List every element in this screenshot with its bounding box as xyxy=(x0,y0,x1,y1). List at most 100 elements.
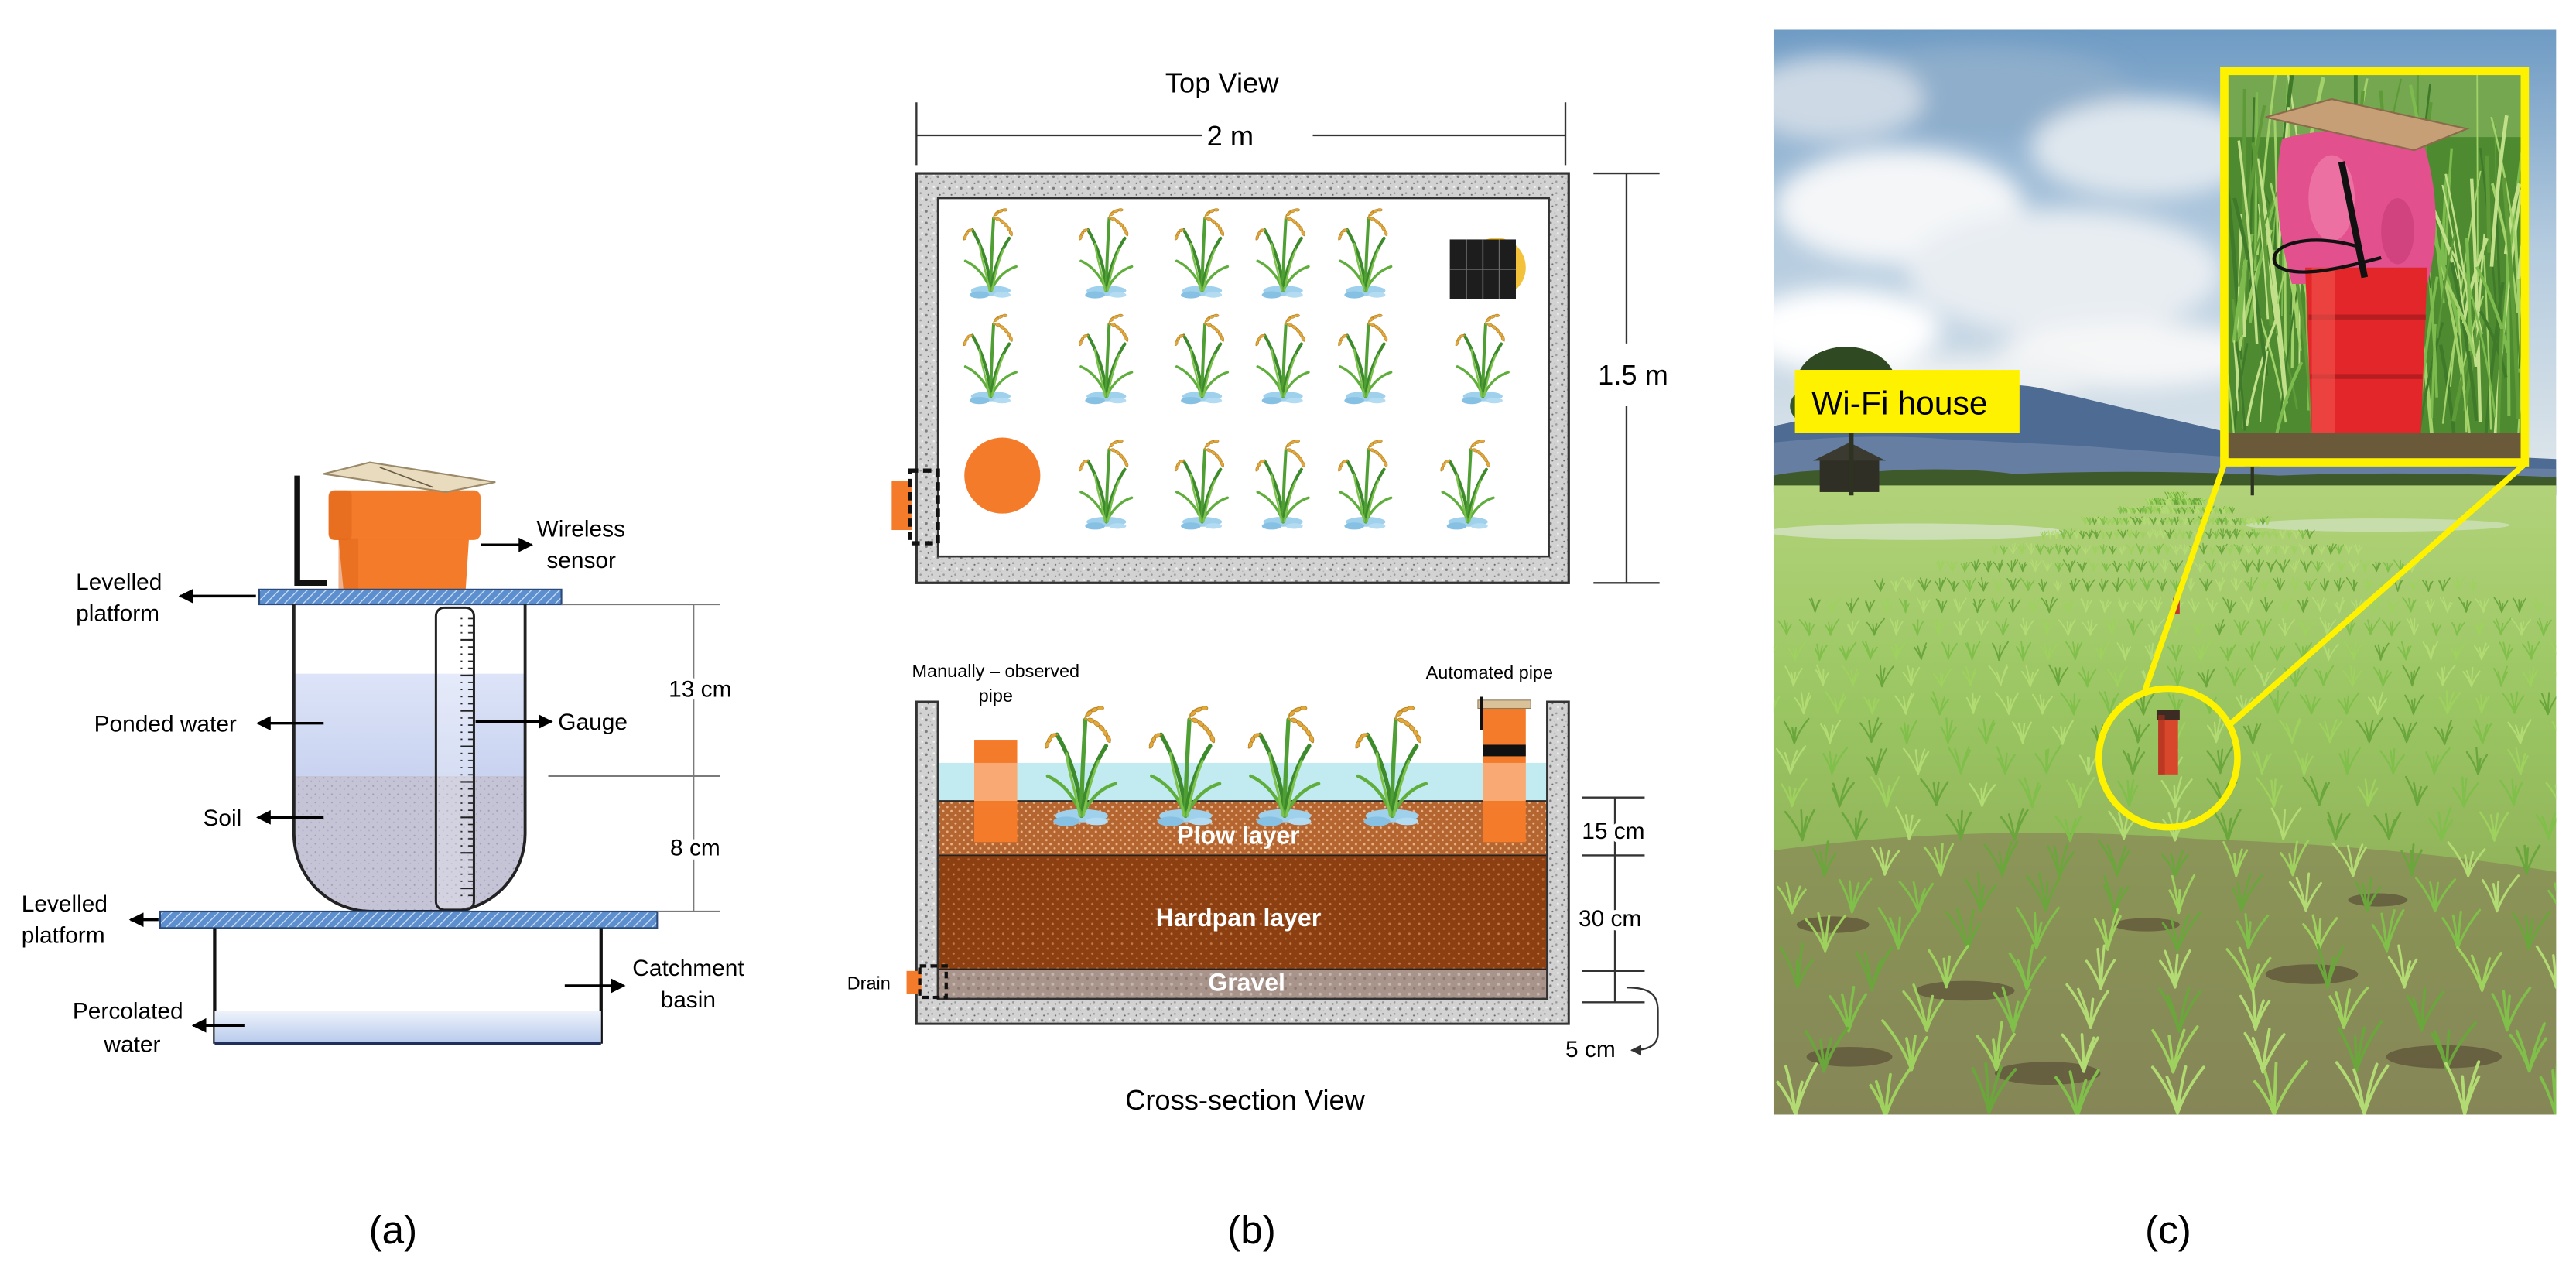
seedling-tuft xyxy=(2150,1065,2205,1115)
seedling-tuft xyxy=(2327,811,2351,841)
seedling-tuft xyxy=(1964,871,1997,912)
seedling-tuft xyxy=(2280,839,2310,877)
seedling-tuft xyxy=(2427,807,2453,841)
seedling-tuft xyxy=(1992,641,2010,662)
seedling-tuft xyxy=(2414,877,2457,913)
seedling-tuft xyxy=(2127,516,2135,525)
seedling-tuft xyxy=(2208,506,2215,515)
seedling-tuft xyxy=(2438,577,2451,592)
seedling-tuft xyxy=(2199,578,2213,592)
seedling-tuft xyxy=(2148,560,2159,573)
seedling-tuft xyxy=(1787,641,1806,661)
seedling-tuft xyxy=(2016,641,2032,662)
seedling-tuft xyxy=(2117,529,2129,539)
seedling-tuft xyxy=(2251,543,2264,555)
seedling-tuft xyxy=(2170,578,2183,592)
seedling-tuft xyxy=(2192,528,2201,539)
seedling-tuft xyxy=(2374,642,2390,661)
seedling-tuft xyxy=(2333,577,2345,592)
percolated-water-label-line1: Percolated xyxy=(73,999,183,1024)
seedling-tuft xyxy=(1879,597,1894,614)
seedling-tuft xyxy=(2191,498,2198,505)
seedling-tuft xyxy=(1962,665,1976,686)
seedling-tuft xyxy=(2161,911,2202,953)
seedling-tuft xyxy=(2439,597,2453,613)
seedling-tuft xyxy=(2355,717,2383,744)
seedling-tuft xyxy=(2113,528,2122,539)
seedling-tuft xyxy=(2515,844,2541,875)
seedling-tuft xyxy=(1928,944,1969,989)
seedling-tuft xyxy=(1890,641,1907,661)
seedling-tuft xyxy=(1990,597,2005,613)
seedling-tuft xyxy=(2133,691,2156,716)
seedling-tuft xyxy=(2168,874,2196,915)
wooden-cover-board xyxy=(2265,97,2470,152)
seedling-tuft xyxy=(2321,642,2339,662)
grass-blade xyxy=(2442,277,2477,357)
seedling-tuft xyxy=(2085,528,2093,539)
seedling-tuft xyxy=(2475,693,2490,714)
seedling-tuft xyxy=(2193,498,2200,505)
top-view-plot xyxy=(936,197,1550,558)
seedling-tuft xyxy=(1935,598,1948,613)
seedling-tuft xyxy=(2225,543,2236,555)
seedling-tuft xyxy=(2522,641,2540,660)
seedling-tuft xyxy=(2047,843,2075,878)
seedling-tuft xyxy=(2290,528,2302,539)
seedling-tuft xyxy=(2537,617,2552,637)
seedling-tuft xyxy=(2441,908,2482,949)
seedling-tuft xyxy=(1940,717,1957,744)
grass-blade xyxy=(2237,259,2248,337)
seedling-tuft xyxy=(2215,543,2228,555)
seedling-tuft xyxy=(2319,617,2337,636)
seedling-tuft xyxy=(2294,642,2313,661)
automated-pipe-label: Automated pipe xyxy=(1426,662,1553,682)
seedling-tuft xyxy=(2158,528,2167,539)
soil xyxy=(293,775,525,912)
seedling-tuft xyxy=(2164,543,2172,556)
seedling-tuft xyxy=(2160,517,2167,526)
seedling-tuft xyxy=(2214,506,2223,515)
seedling-tuft xyxy=(1900,719,1918,745)
seedling-tuft xyxy=(2154,498,2161,505)
seedling-tuft xyxy=(2134,559,2147,573)
seedling-tuft xyxy=(2333,597,2345,614)
seedling-tuft xyxy=(2342,640,2362,661)
seedling-tuft xyxy=(1784,665,1803,687)
seedling-tuft xyxy=(2072,528,2081,539)
seedling-tuft xyxy=(2215,577,2226,592)
seedling-tuft xyxy=(2288,872,2322,912)
seedling-tuft xyxy=(1903,747,1930,775)
seedling-tuft xyxy=(2314,943,2345,990)
seedling-tuft xyxy=(1920,778,1949,806)
seedling-tuft xyxy=(2263,544,2273,555)
seedling-tuft xyxy=(1976,1021,2016,1072)
seedling-tuft xyxy=(2554,672,2557,676)
seedling-tuft xyxy=(2236,518,2243,525)
layer-depth-dimensions xyxy=(1582,796,1659,1056)
grass-blade xyxy=(2475,265,2510,354)
drain-cross-section xyxy=(906,964,948,1000)
seedling-tuft xyxy=(2259,529,2266,539)
seedling-tuft xyxy=(2239,528,2246,539)
seedling-tuft xyxy=(2058,618,2076,637)
seedling-tuft xyxy=(1992,578,2004,592)
wireless-sensor-label-line2: sensor xyxy=(546,548,616,573)
water-depth-label: 13 cm xyxy=(669,677,731,703)
seedling-tuft xyxy=(2198,542,2208,555)
seedling-tuft xyxy=(2000,808,2029,842)
zoom-connector-left xyxy=(2142,463,2227,692)
seedling-tuft xyxy=(2162,506,2168,515)
seedling-tuft xyxy=(2117,778,2139,808)
seedling-tuft xyxy=(1866,747,1888,776)
seedling-tuft xyxy=(2198,498,2205,505)
seedling-tuft xyxy=(1911,619,1924,636)
seedling-tuft xyxy=(2020,665,2040,688)
seedling-tuft xyxy=(2465,747,2489,776)
seedling-tuft xyxy=(2151,528,2161,539)
seedling-tuft xyxy=(2222,840,2249,877)
seedling-tuft xyxy=(2080,597,2092,613)
seedling-tuft xyxy=(2231,873,2264,912)
seedling-tuft xyxy=(2092,544,2101,555)
seedling-tuft xyxy=(2451,621,2465,636)
